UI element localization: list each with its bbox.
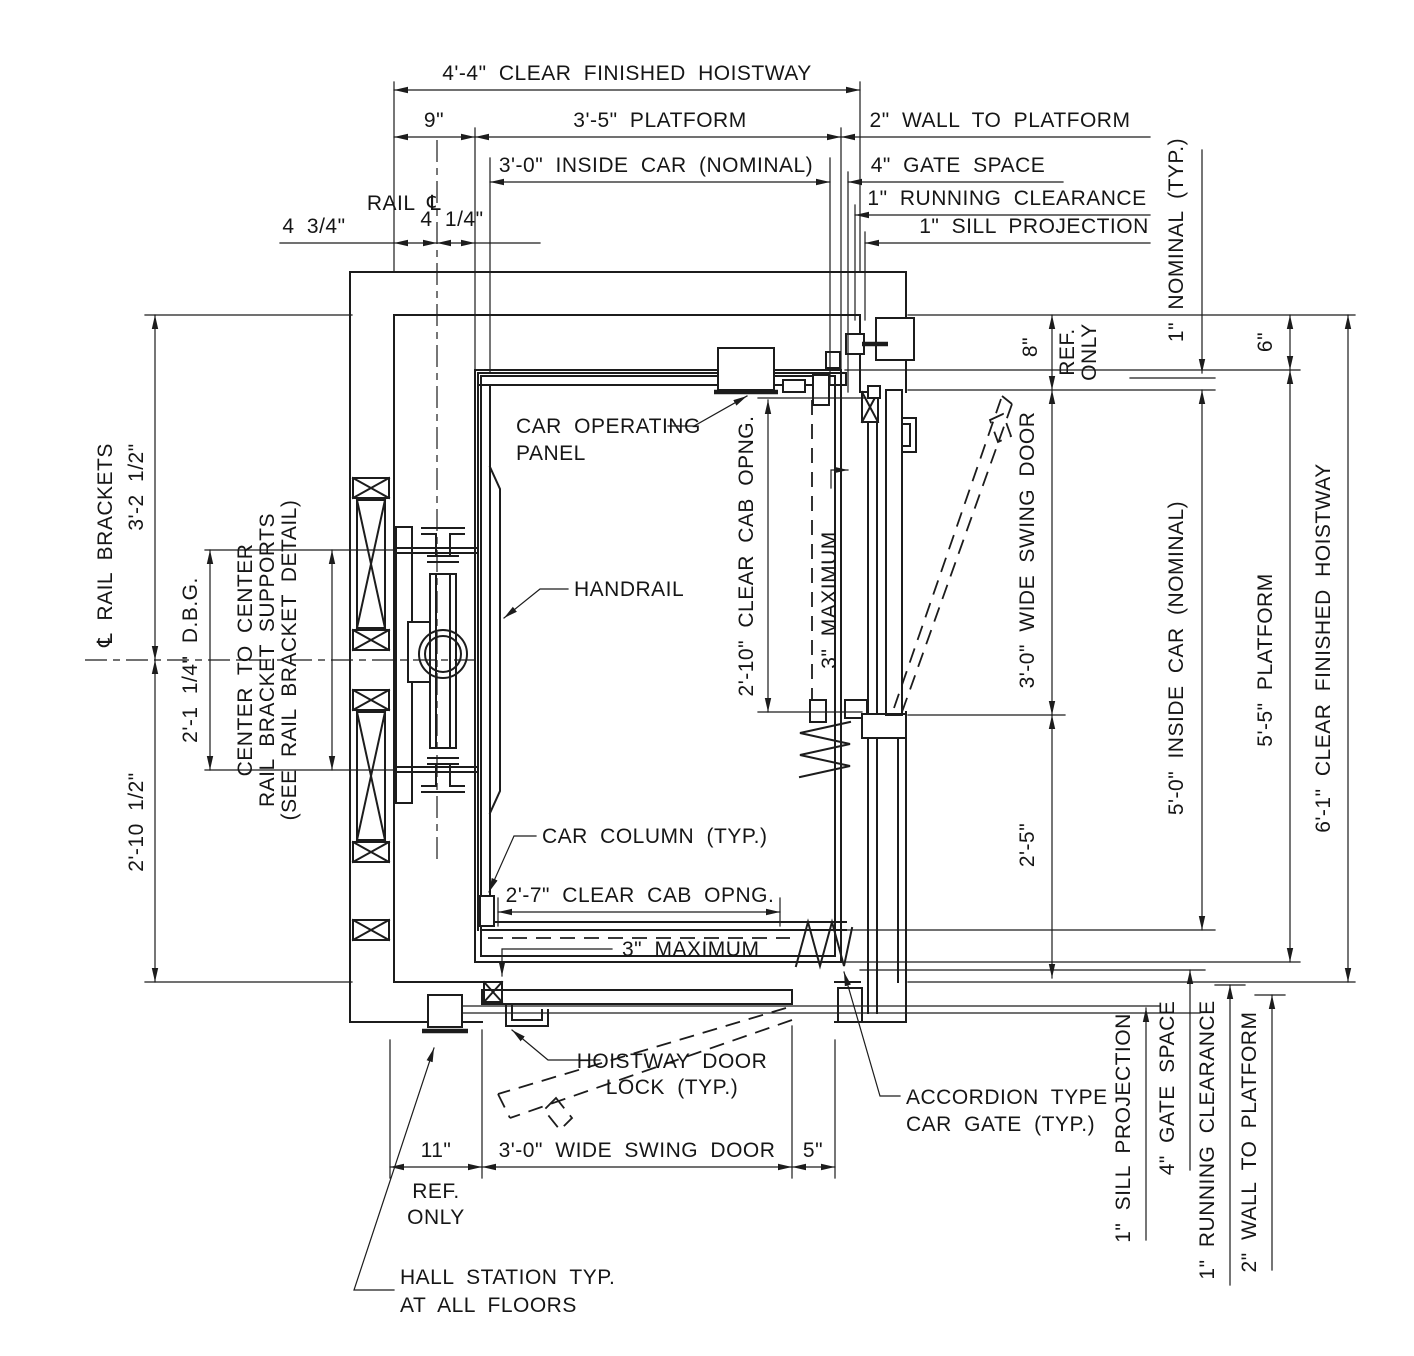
label-accordion-1: ACCORDION TYPE	[906, 1086, 1108, 1109]
door-handle	[901, 417, 917, 453]
label-rail-centerline: RAIL ℄	[367, 192, 441, 215]
label-cop-2: PANEL	[516, 442, 586, 465]
dim-clear-hoistway-right: 6'-1" CLEAR FINISHED HOISTWAY	[1312, 463, 1335, 833]
dim-dbg: 2'-1 1/4" D.B.G.	[179, 577, 202, 743]
dim-gate-space-top: 4" GATE SPACE	[871, 154, 1046, 177]
stud-box	[351, 918, 391, 942]
leader-lines	[353, 395, 901, 1291]
label-hall-station-2: AT ALL FLOORS	[400, 1294, 577, 1317]
label-door-lock-1: HOISTWAY DOOR	[577, 1050, 768, 1073]
label-ref-right-2: ONLY	[1078, 323, 1101, 381]
dim-8in: 8"	[1019, 337, 1042, 357]
dim-clear-cab-bottom: 2'-7" CLEAR CAB OPNG.	[506, 884, 775, 907]
dim-5in: 5"	[803, 1139, 823, 1162]
dimension-lines	[151, 86, 1352, 1286]
swing-door-right	[885, 389, 1013, 716]
accordion-gate-bottom-folded	[794, 918, 854, 970]
dim-wall-to-platform-bottom: 2" WALL TO PLATFORM	[1238, 1012, 1261, 1273]
label-hall-station-1: HALL STATION TYP.	[400, 1266, 615, 1289]
dim-swing-door-bottom: 3'-0" WIDE SWING DOOR	[499, 1139, 776, 1162]
rail-assembly	[85, 140, 480, 862]
label-ref-bottom-1: REF.	[412, 1180, 460, 1203]
car-cab	[477, 347, 907, 1023]
label-cop-1: CAR OPERATING	[516, 415, 701, 438]
handrail-line	[488, 465, 501, 815]
label-ref-bottom-2: ONLY	[407, 1206, 465, 1229]
note-bracket-3: (SEE RAIL BRACKET DETAIL)	[278, 500, 301, 821]
dim-11in: 11"	[421, 1139, 452, 1162]
dim-9in: 9"	[424, 109, 444, 132]
dim-clear-cab-right: 2'-10" CLEAR CAB OPNG.	[735, 416, 758, 697]
stud-box	[355, 498, 387, 630]
wall-studs	[351, 390, 880, 1004]
stud-box	[482, 980, 504, 1004]
accordion-gate-right-folded	[798, 720, 852, 779]
accordion-gates	[794, 699, 854, 970]
dim-3-2-half: 3'-2 1/2"	[125, 443, 148, 530]
dim-inside-car-right: 5'-0" INSIDE CAR (NOMINAL)	[1165, 501, 1188, 815]
label-door-lock-2: LOCK (TYP.)	[606, 1076, 738, 1099]
dim-4-3-4: 4 3/4"	[282, 215, 345, 238]
label-max-bottom: 3" MAXIMUM	[622, 938, 759, 961]
stud-box	[351, 628, 391, 652]
door-jamb-right	[861, 713, 907, 739]
dim-2-10-half: 2'-10 1/2"	[125, 772, 148, 872]
drive-sheave	[418, 629, 468, 679]
door-handle-open-dashed	[988, 412, 1013, 444]
dim-platform-top: 3'-5" PLATFORM	[573, 109, 746, 132]
stud-box	[351, 688, 391, 712]
label-accordion-2: CAR GATE (TYP.)	[906, 1113, 1095, 1136]
label-rail-brackets-cl: ℄ RAIL BRACKETS	[94, 443, 117, 648]
dim-running-clearance-top: 1" RUNNING CLEARANCE	[867, 187, 1146, 210]
stud-box	[860, 390, 880, 424]
door-handle-open-dashed	[542, 1096, 574, 1132]
label-handrail: HANDRAIL	[574, 578, 684, 601]
hall-station	[422, 994, 468, 1034]
dim-4-1-4: 4 1/4"	[420, 208, 483, 231]
stud-box	[351, 840, 391, 864]
note-bracket-2: RAIL BRACKET SUPPORTS	[256, 513, 279, 807]
dim-gate-space-bottom: 4" GATE SPACE	[1156, 1001, 1179, 1176]
dim-inside-car-top: 3'-0" INSIDE CAR (NOMINAL)	[499, 154, 813, 177]
guide-rail-bottom	[421, 757, 465, 793]
label-max-right: 3" MAXIMUM	[818, 531, 841, 668]
extension-lines	[144, 81, 1356, 1179]
platform-outline	[474, 369, 842, 963]
car-sling	[407, 573, 468, 749]
guide-rail-top	[421, 527, 465, 563]
swing-door-bottom	[461, 989, 1201, 1132]
stud-box	[351, 476, 391, 500]
dim-6in: 6"	[1254, 332, 1277, 352]
label-car-column: CAR COLUMN (TYP.)	[542, 825, 767, 848]
dim-2-5: 2'-5"	[1016, 823, 1039, 867]
labels: 4'-4" CLEAR FINISHED HOISTWAY 9" 3'-5" P…	[94, 62, 1335, 1317]
door-lock-hardware	[825, 317, 915, 399]
dim-sill-projection-top: 1" SILL PROJECTION	[919, 215, 1149, 238]
stud-box	[355, 710, 387, 842]
dim-sill-projection-bottom: 1" SILL PROJECTION	[1112, 1013, 1135, 1243]
dim-running-clearance-bottom: 1" RUNNING CLEARANCE	[1196, 1000, 1219, 1279]
dim-clear-hoistway-top: 4'-4" CLEAR FINISHED HOISTWAY	[442, 62, 812, 85]
car-operating-panel-box	[717, 347, 775, 391]
dim-1-nominal: 1" NOMINAL (TYP.)	[1165, 138, 1188, 342]
note-bracket-1: CENTER TO CENTER	[234, 544, 257, 777]
label-ref-right-1: REF.	[1056, 328, 1079, 376]
dim-wall-to-platform-top: 2" WALL TO PLATFORM	[870, 109, 1131, 132]
dim-platform-right: 5'-5" PLATFORM	[1254, 573, 1277, 746]
door-handle	[505, 1003, 549, 1027]
dim-swing-door-right: 3'-0" WIDE SWING DOOR	[1016, 412, 1039, 689]
car-column-bottom-left	[479, 895, 495, 927]
